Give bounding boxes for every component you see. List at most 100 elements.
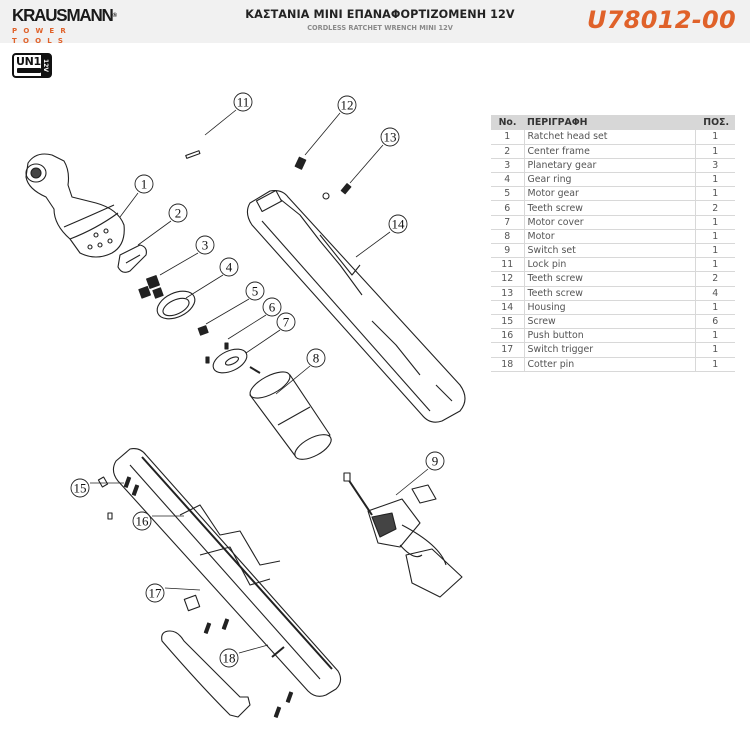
callout-2: 2 xyxy=(137,203,188,246)
callout-number: 7 xyxy=(283,315,290,330)
callout-17: 17 xyxy=(145,583,201,603)
cell-quantity: 1 xyxy=(695,300,735,315)
callout-7: 7 xyxy=(245,312,296,354)
callout-number: 11 xyxy=(237,95,250,110)
cell-quantity: 1 xyxy=(695,172,735,188)
callout-9: 9 xyxy=(395,451,445,496)
cell-description: Push button xyxy=(524,328,696,344)
cell-number: 11 xyxy=(491,257,525,273)
callout-circle xyxy=(245,281,265,301)
part-teeth-screw-6 xyxy=(224,342,229,350)
callout-circle xyxy=(219,648,239,668)
cell-quantity: 1 xyxy=(695,342,735,358)
cell-description: Center frame xyxy=(524,144,696,159)
cell-description: Teeth screw xyxy=(524,271,696,287)
page-title-greek: ΚΑΣΤΑΝΙΑ MINI ΕΠΑΝΑΦΟΡΤΙΖΟΜΕΝΗ 12V xyxy=(245,8,515,21)
cell-description: Ratchet head set xyxy=(524,130,696,145)
brand-logo: KRAUSMANN® POWER TOOLS xyxy=(12,6,132,46)
cell-number: 18 xyxy=(491,357,525,372)
leader-line xyxy=(159,252,199,276)
cell-number: 13 xyxy=(491,286,525,301)
cell-number: 2 xyxy=(491,144,525,159)
cell-number: 3 xyxy=(491,158,525,174)
callout-number: 12 xyxy=(341,98,354,113)
callout-circle xyxy=(306,348,326,368)
callout-circle xyxy=(70,478,90,498)
callout-circle xyxy=(168,203,188,223)
cell-description: Housing xyxy=(524,300,696,315)
callout-circle xyxy=(337,95,357,115)
part-switch-trigger xyxy=(161,630,251,718)
badge-label: UN1 xyxy=(16,55,41,68)
callout-4: 4 xyxy=(185,257,239,299)
cell-description: Switch trigger xyxy=(524,342,696,358)
product-code: U78012-00 xyxy=(586,6,736,34)
leader-line xyxy=(395,468,429,496)
callout-14: 14 xyxy=(355,214,408,258)
cell-number: 6 xyxy=(491,200,525,216)
cell-number: 16 xyxy=(491,328,525,344)
part-center-frame xyxy=(117,244,147,273)
callout-circle xyxy=(145,583,165,603)
table-header-row: No. ΠΕΡΙΓΡΑΦΗ ΠΟΣ. xyxy=(491,115,735,130)
cell-description: Lock pin xyxy=(524,257,696,273)
cell-description: Motor gear xyxy=(524,186,696,202)
part-cotter-pin xyxy=(271,646,285,658)
callout-8: 8 xyxy=(275,348,326,395)
callout-number: 17 xyxy=(149,586,163,601)
callout-1: 1 xyxy=(119,174,154,218)
part-teeth-screw-13 xyxy=(340,183,352,195)
callout-11: 11 xyxy=(204,92,253,136)
cell-number: 12 xyxy=(491,271,525,287)
callout-18: 18 xyxy=(219,644,269,668)
part-teeth-screw-12 xyxy=(294,156,307,170)
callout-number: 2 xyxy=(175,206,182,221)
cell-number: 8 xyxy=(491,229,525,245)
callout-3: 3 xyxy=(159,235,215,276)
part-motor xyxy=(249,366,332,460)
callout-number: 3 xyxy=(202,238,209,253)
cell-number: 4 xyxy=(491,172,525,188)
page-title-english: CORDLESS RATCHET WRENCH MINI 12V xyxy=(307,24,453,32)
cell-quantity: 2 xyxy=(695,200,735,216)
part-motor-cover xyxy=(212,348,248,374)
part-switch-set xyxy=(343,472,463,598)
cell-quantity: 4 xyxy=(695,286,735,301)
cell-description: Motor xyxy=(524,229,696,245)
callout-circle xyxy=(425,451,445,471)
part-push-button xyxy=(183,594,201,612)
cell-quantity: 6 xyxy=(695,314,735,330)
cell-description: Teeth screw xyxy=(524,286,696,301)
callout-number: 1 xyxy=(141,177,148,192)
callout-number: 16 xyxy=(136,514,150,529)
callout-circle xyxy=(262,297,282,317)
leader-line xyxy=(185,274,224,299)
cell-quantity: 1 xyxy=(695,357,735,372)
callout-number: 5 xyxy=(252,284,259,299)
title-block: ΚΑΣΤΑΝΙΑ MINI ΕΠΑΝΑΦΟΡΤΙΖΟΜΕΝΗ 12V CORDL… xyxy=(230,8,530,32)
cell-quantity: 2 xyxy=(695,271,735,287)
cell-number: 14 xyxy=(491,300,525,315)
battery-bar-icon xyxy=(17,68,41,73)
callout-circle xyxy=(195,235,215,255)
part-gear-ring xyxy=(156,290,196,320)
cell-number: 9 xyxy=(491,243,525,259)
cell-quantity: 1 xyxy=(695,229,735,245)
leader-line xyxy=(275,365,311,395)
part-motor-gear xyxy=(197,325,209,336)
